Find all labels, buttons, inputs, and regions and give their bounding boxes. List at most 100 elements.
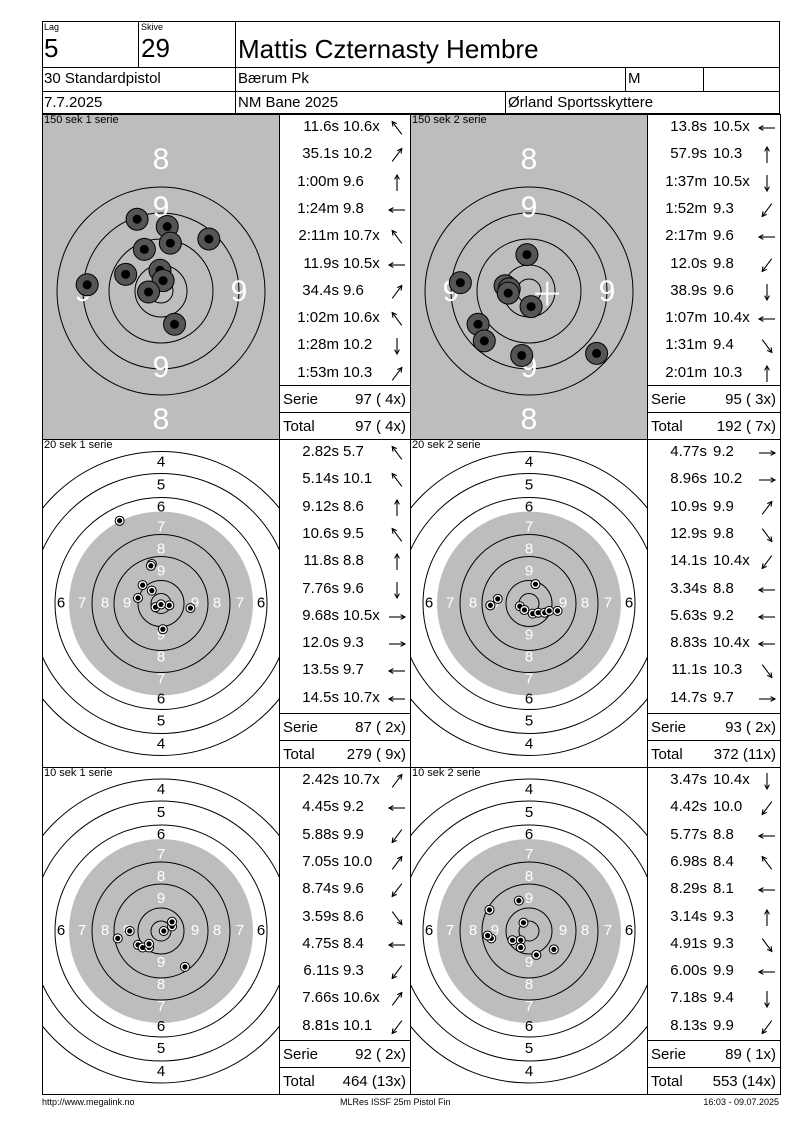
series-label: 20 sek 1 serie xyxy=(44,439,113,451)
ring-number: 7 xyxy=(525,998,533,1015)
shot-hole xyxy=(510,343,534,367)
ring-number: 8 xyxy=(581,594,589,611)
shot-time: 10.9s xyxy=(670,497,707,515)
target-ring xyxy=(476,238,582,344)
shot-value: 5.7 xyxy=(343,443,364,460)
ring-number: 7 xyxy=(236,594,244,611)
series-label: 10 sek 1 serie xyxy=(44,767,113,779)
shot-hole xyxy=(75,273,99,297)
ring-number: 8 xyxy=(153,403,170,436)
shot-time: 5.88s xyxy=(302,825,339,843)
shot-value: 9.9 xyxy=(713,962,734,980)
up-right-arrow-icon xyxy=(391,855,403,870)
down-left-arrow-icon xyxy=(391,965,403,980)
ring-number: 8 xyxy=(521,403,538,436)
shot-time: 4.45s xyxy=(302,798,339,816)
shot-direction xyxy=(756,580,778,600)
shot-hole xyxy=(484,904,495,915)
target-ring xyxy=(459,534,599,673)
shot-hole xyxy=(519,295,543,319)
shot-direction xyxy=(756,989,778,1009)
shot-direction xyxy=(386,255,408,275)
shot-time: 4.77s xyxy=(670,443,707,460)
ring-number: 6 xyxy=(425,594,433,611)
ring-number: 6 xyxy=(625,594,633,611)
up-left-arrow-icon xyxy=(391,527,403,542)
shot-hole xyxy=(156,599,166,610)
footer-timestamp: 16:03 - 09.07.2025 xyxy=(703,1097,779,1107)
down-arrow-icon xyxy=(394,338,400,356)
shot-time: 6.11s xyxy=(303,962,339,980)
shot-direction xyxy=(386,880,408,900)
shot-value: 10.7x xyxy=(343,771,380,788)
serie-total-label: Serie xyxy=(651,1046,687,1063)
footer-url: http://www.megalink.no xyxy=(42,1097,135,1107)
ring-number: 8 xyxy=(157,976,165,993)
shot-direction xyxy=(386,634,408,654)
shot-value: 9.9 xyxy=(343,825,364,843)
down-arrow-icon xyxy=(764,174,770,192)
ring-number: 8 xyxy=(157,648,165,665)
shot-time: 12.9s xyxy=(670,524,707,542)
shot-value: 10.6x xyxy=(343,989,380,1007)
grand-total-label: Total xyxy=(651,418,683,435)
target-ring xyxy=(518,920,540,942)
shot-value: 10.1 xyxy=(343,1016,373,1034)
shot-value: 9.6 xyxy=(713,227,734,245)
left-arrow-icon xyxy=(757,641,775,647)
ring-number: 7 xyxy=(525,518,533,535)
shot-value: 8.4 xyxy=(343,934,364,952)
shot-time: 8.74s xyxy=(302,880,339,898)
gender: M xyxy=(628,70,641,87)
club-name: Bærum Pk xyxy=(238,70,309,87)
shot-time: 14.7s xyxy=(670,688,707,706)
shot-hole xyxy=(515,942,526,953)
shot-time: 10.6s xyxy=(302,524,339,542)
ring-number: 5 xyxy=(157,712,165,729)
right-arrow-icon xyxy=(759,477,777,484)
ring-number: 8 xyxy=(213,922,221,939)
grand-total-label: Total xyxy=(283,746,315,763)
skive-label: Skive xyxy=(141,22,164,32)
ring-number: 7 xyxy=(446,922,454,939)
serie-total-value: 87 ( 2x) xyxy=(355,719,406,736)
shooter-name: Mattis Czternasty Hembre xyxy=(238,34,539,64)
target-ring xyxy=(137,907,185,955)
shot-value: 10.7x xyxy=(343,227,380,245)
shot-direction xyxy=(386,309,408,329)
ring-number: 6 xyxy=(157,690,165,707)
ring-number: 9 xyxy=(231,275,248,308)
shot-hole xyxy=(125,207,149,231)
up-left-arrow-icon xyxy=(391,311,403,326)
ring-number: 5 xyxy=(525,1040,533,1057)
shot-value: 9.6 xyxy=(343,281,364,299)
down-right-arrow-icon xyxy=(761,339,773,354)
footer-software: MLRes ISSF 25m Pistol Fin xyxy=(340,1097,451,1107)
ring-number: 7 xyxy=(236,922,244,939)
shot-value: 9.3 xyxy=(713,199,734,217)
shot-hole xyxy=(137,580,148,591)
shot-time: 12.0s xyxy=(670,254,707,272)
shot-time: 8.29s xyxy=(670,880,707,898)
ring-number: 5 xyxy=(157,1040,165,1057)
shot-direction xyxy=(756,282,778,302)
shot-time: 4.42s xyxy=(670,798,707,816)
ring-number: 6 xyxy=(425,922,433,939)
